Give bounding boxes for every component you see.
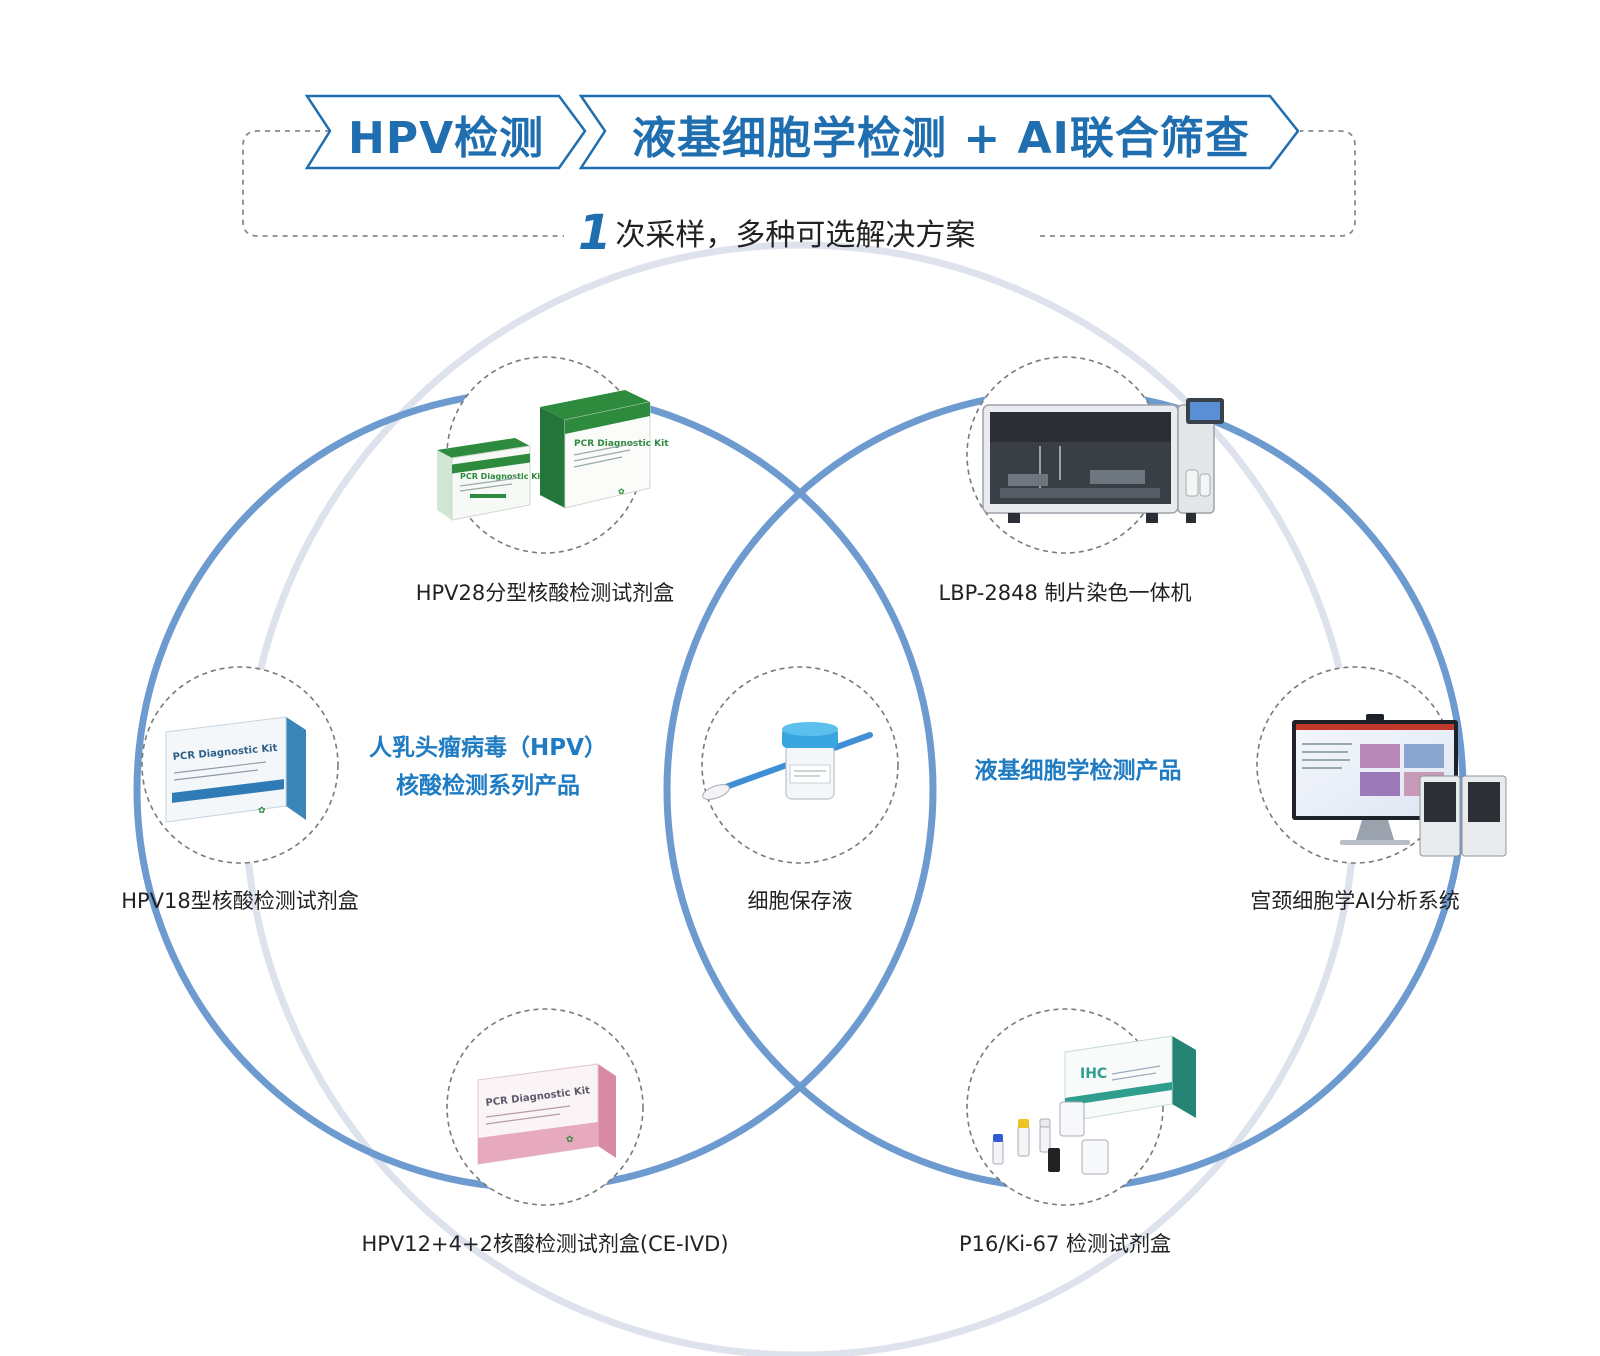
- svg-text:✿: ✿: [258, 806, 266, 816]
- caption-hpv18: HPV18型核酸检测试剂盒: [121, 885, 359, 915]
- hpv28-big-box-label: PCR Diagnostic Kit: [574, 439, 669, 449]
- caption-hpv28: HPV28分型核酸检测试剂盒: [416, 577, 675, 607]
- right-group-label: 液基细胞学检测产品: [975, 752, 1182, 790]
- left-group-label-line2: 核酸检测系列产品: [369, 767, 607, 805]
- subtitle-number: 1: [578, 205, 611, 261]
- right-group-label-line1: 液基细胞学检测产品: [975, 752, 1182, 790]
- caption-lbp: LBP-2848 制片染色一体机: [938, 577, 1191, 607]
- svg-text:✿: ✿: [618, 487, 625, 496]
- caption-ai-system: 宫颈细胞学AI分析系统: [1250, 885, 1460, 915]
- caption-p16: P16/Ki-67 检测试剂盒: [959, 1228, 1171, 1258]
- caption-hpv12: HPV12+4+2核酸检测试剂盒(CE-IVD): [361, 1228, 728, 1258]
- left-group-label: 人乳头瘤病毒（HPV） 核酸检测系列产品: [369, 729, 607, 805]
- banner-step-lbc-ai-title: 液基细胞学检测 + AI联合筛查: [632, 102, 1250, 166]
- lbp-machine-image: [983, 398, 1224, 523]
- svg-text:✿: ✿: [566, 1135, 574, 1145]
- p16-box-label: IHC: [1080, 1066, 1107, 1082]
- subtitle-text: 次采样，多种可选解决方案: [615, 218, 975, 253]
- left-group-label-line1: 人乳头瘤病毒（HPV）: [369, 729, 607, 767]
- caption-preservation: 细胞保存液: [748, 885, 853, 915]
- hpv18-kit-image: PCR Diagnostic Kit ✿: [166, 717, 306, 822]
- banner-step-hpv-title: HPV检测: [348, 102, 544, 166]
